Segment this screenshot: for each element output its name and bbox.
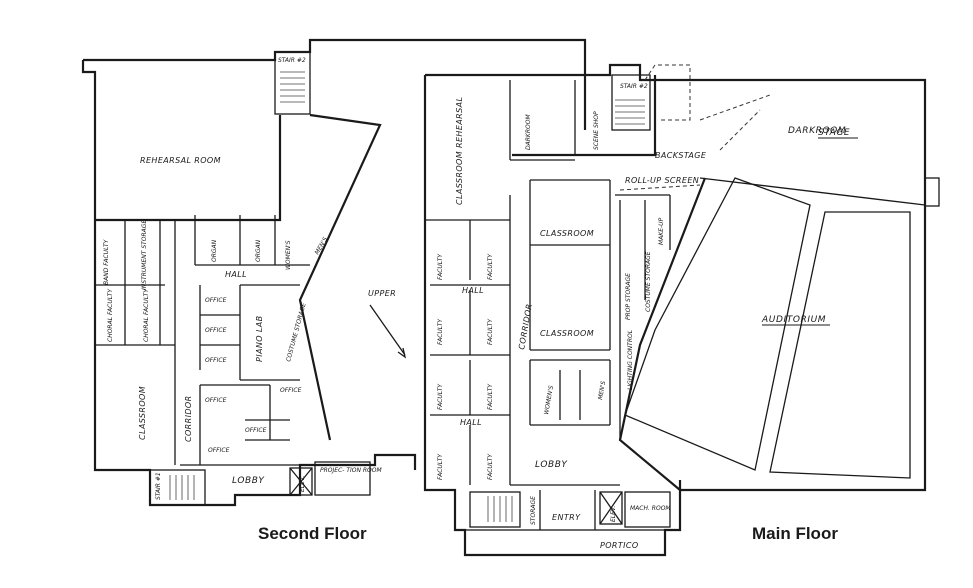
auditorium-west-wall xyxy=(618,177,707,493)
upper-label: UPPER xyxy=(368,289,396,298)
main-stair-2-treads xyxy=(615,99,645,125)
main-women-label: WOMEN'S xyxy=(543,385,555,416)
auditorium-label: AUDITORIUM xyxy=(761,315,826,325)
stair-2-top-label: STAIR #2 xyxy=(278,57,306,64)
main-elev-label: ELEV. xyxy=(610,506,617,522)
main-men-label: MEN'S xyxy=(597,380,607,400)
office-5-label: OFFICE xyxy=(245,427,267,434)
stair-2-treads xyxy=(280,71,305,103)
classroom-2-label: CLASSROOM xyxy=(540,329,594,338)
piano-lab-label: PIANO LAB xyxy=(255,316,264,363)
organ-2-label: ORGAN xyxy=(255,239,262,262)
stair-1-box xyxy=(149,469,206,506)
faculty-4-label: FACULTY xyxy=(487,318,494,345)
make-up-label: MAKE-UP xyxy=(658,217,665,245)
second-floor-elev-label: ELEV. xyxy=(299,476,306,492)
faculty-6-label: FACULTY xyxy=(487,383,494,410)
main-hall-2-label: HALL xyxy=(460,418,482,427)
second-floor-interior-walls xyxy=(95,215,310,466)
stage-dashed-line xyxy=(699,94,771,121)
main-stair-entry-treads xyxy=(487,496,513,522)
choral-faculty-1-label: CHORAL FACULTY xyxy=(107,288,114,342)
main-floor-labels: CLASSROOM REHEARSAL DARKROOM SCENE SHOP … xyxy=(437,83,858,550)
auditorium-seating-right xyxy=(769,211,911,479)
darkroom-1-label: DARKROOM xyxy=(525,114,532,150)
entry-label: ENTRY xyxy=(552,513,581,522)
east-door-bump xyxy=(924,177,940,207)
choral-faculty-2-label: CHORAL FACULTY xyxy=(143,288,150,342)
second-floor-plan xyxy=(81,38,587,507)
roll-up-screen-label: ROLL-UP SCREEN xyxy=(625,176,699,185)
main-costume-storage-label: COSTUME STORAGE xyxy=(645,251,652,312)
faculty-1-label: FACULTY xyxy=(437,253,444,280)
main-hall-1-label: HALL xyxy=(462,286,484,295)
faculty-2-label: FACULTY xyxy=(487,253,494,280)
backstage-wall xyxy=(512,75,657,157)
second-floor-west-wall xyxy=(81,60,417,507)
classroom-rehearsal-label: CLASSROOM REHEARSAL xyxy=(455,97,464,205)
main-floor-interior-walls xyxy=(425,80,671,530)
second-floor-hall-label: HALL xyxy=(225,270,247,279)
projection-room-label: PROJEC- TION ROOM xyxy=(320,467,382,474)
office-7-label: OFFICE xyxy=(205,397,227,404)
office-6-label: OFFICE xyxy=(208,447,230,454)
second-floor-lobby-label: LOBBY xyxy=(232,476,265,486)
roll-up-screen-line xyxy=(619,184,701,191)
prop-storage-label: PROP STORAGE xyxy=(625,273,632,320)
costume-storage-label: COSTUME STORAGE xyxy=(285,302,307,363)
mach-room-label: MACH. ROOM xyxy=(630,505,671,512)
portico-label: PORTICO xyxy=(600,541,639,550)
women-label: WOMEN'S xyxy=(285,240,292,270)
second-floor-corridor-label: CORRIDOR xyxy=(184,395,193,442)
portico-box xyxy=(464,529,666,556)
main-floor-elevator xyxy=(599,491,623,525)
main-stair-2-box xyxy=(611,74,651,131)
main-floor-exterior-wall xyxy=(423,63,927,557)
organ-1-label: ORGAN xyxy=(211,239,218,262)
second-floor-classroom-label: CLASSROOM xyxy=(138,386,147,440)
band-faculty-label: BAND FACULTY xyxy=(103,238,110,285)
second-floor-caption: Second Floor xyxy=(258,524,367,543)
stage-edge-line xyxy=(699,177,926,206)
rehearsal-room-wall xyxy=(95,115,282,222)
storage-label: STORAGE xyxy=(530,496,537,525)
faculty-5-label: FACULTY xyxy=(437,383,444,410)
office-4-label: OFFICE xyxy=(280,387,302,394)
office-3-label: OFFICE xyxy=(205,357,227,364)
main-floor-caption: Main Floor xyxy=(752,524,838,543)
office-1-label: OFFICE xyxy=(205,297,227,304)
backstage-label: BACKSTAGE xyxy=(655,151,707,160)
faculty-3-label: FACULTY xyxy=(437,318,444,345)
second-floor-elevator xyxy=(289,467,313,496)
backstage-dashed-canopy xyxy=(644,64,691,121)
instrument-storage-label: INSTRUMENT STORAGE xyxy=(141,220,148,290)
projection-room-box xyxy=(314,461,371,496)
second-floor-labels: REHEARSAL ROOM STAIR #2 BAND FACULTY INS… xyxy=(103,57,396,500)
classroom-1-label: CLASSROOM xyxy=(540,229,594,238)
main-lobby-label: LOBBY xyxy=(535,460,568,470)
darkroom-stage-label: DARKROOM xyxy=(788,126,846,136)
stair-1-label: STAIR #1 xyxy=(155,472,162,500)
stair-1-treads xyxy=(169,475,195,500)
main-corridor-label: CORRIDOR xyxy=(517,303,534,350)
stair-2-box xyxy=(274,51,311,115)
upper-arrowhead xyxy=(397,347,407,359)
lighting-control-label: LIGHTING CONTROL xyxy=(627,330,634,390)
mach-room-box xyxy=(624,491,671,528)
second-floor-angled-wall xyxy=(298,113,382,441)
scene-shop-label: SCENE SHOP xyxy=(593,111,600,150)
office-2-label: OFFICE xyxy=(205,327,227,334)
main-floor-plan xyxy=(423,63,940,557)
faculty-8-label: FACULTY xyxy=(487,453,494,480)
auditorium-seating-left xyxy=(624,177,811,471)
stage-dashed-line-2 xyxy=(719,109,761,151)
rehearsal-room-label: REHEARSAL ROOM xyxy=(140,156,221,165)
stage-label: STAGE xyxy=(818,128,850,138)
main-stair-entry-box xyxy=(469,491,521,528)
main-stair-2-label: STAIR #2 xyxy=(620,83,648,90)
faculty-7-label: FACULTY xyxy=(437,453,444,480)
upper-arrow xyxy=(369,304,406,356)
